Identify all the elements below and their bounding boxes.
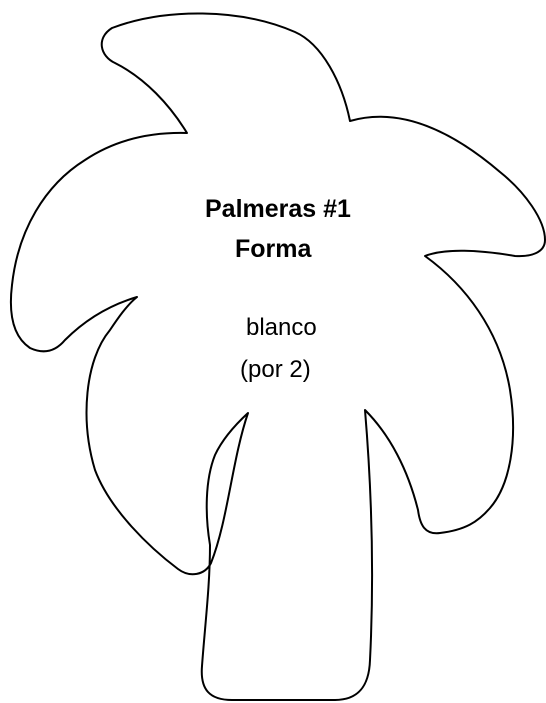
template-subtitle: Forma: [235, 235, 312, 263]
color-note: blanco: [246, 314, 317, 341]
quantity-note: (por 2): [240, 356, 311, 383]
palm-tree-shape: [9, 12, 546, 701]
template-title: Palmeras #1: [205, 195, 351, 223]
